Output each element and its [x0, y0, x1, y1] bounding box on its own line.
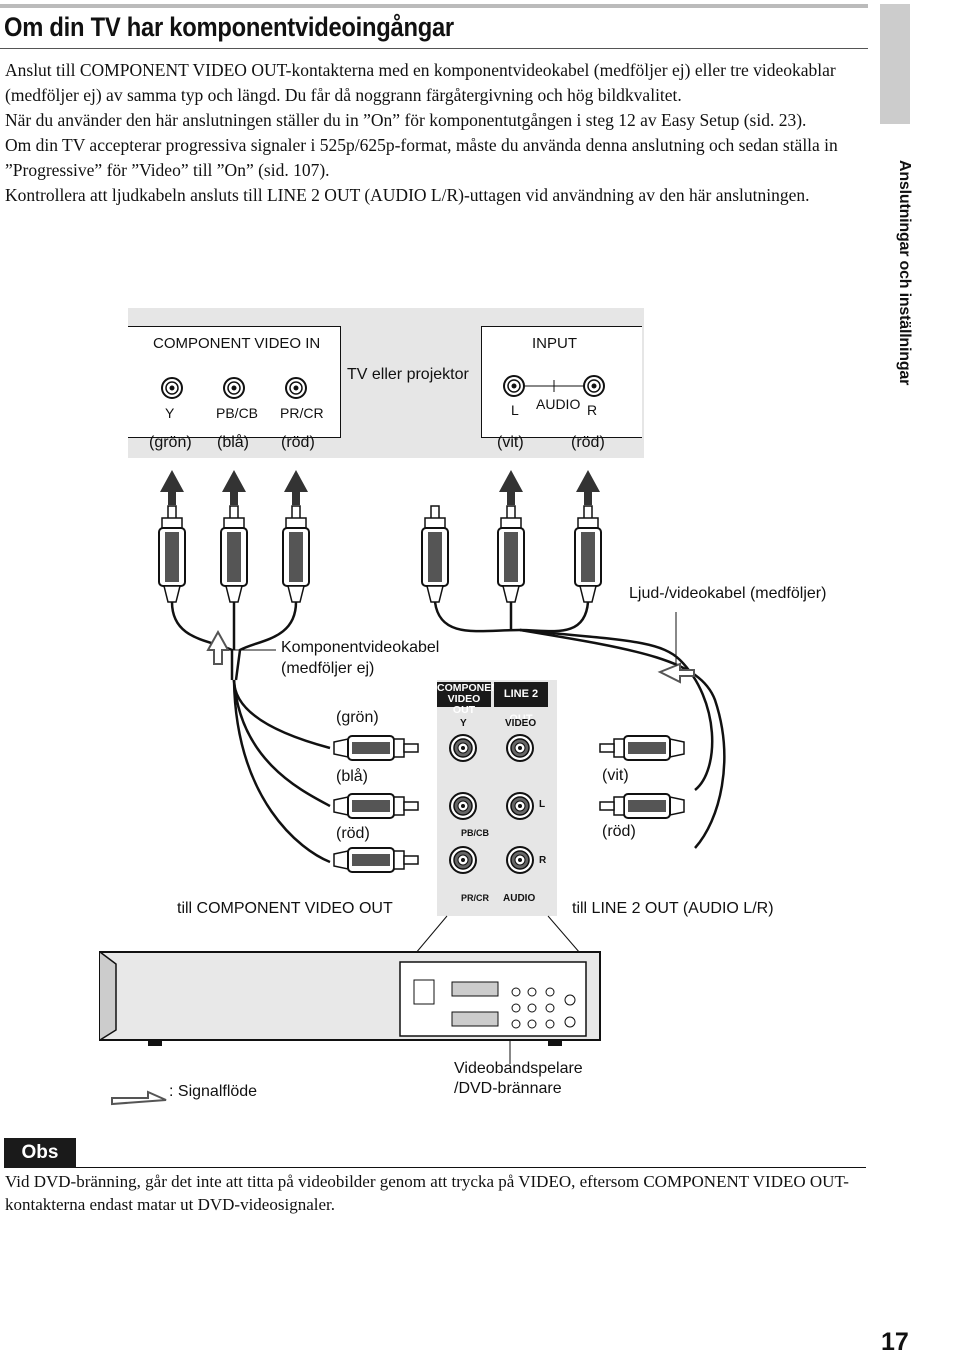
plug-panel-red	[599, 793, 685, 819]
tv-l-label: L	[511, 402, 519, 418]
tv-color-white: (vit)	[497, 434, 524, 451]
plug-audio-l	[497, 505, 525, 603]
panel-component-header-1: COMPONENT	[437, 682, 506, 694]
note-badge: Obs	[4, 1138, 76, 1168]
panel-jack-audio-l	[506, 792, 534, 820]
tv-color-green: (grön)	[149, 434, 192, 451]
panel-audio-label: AUDIO	[503, 893, 536, 904]
panel-component-header-2: VIDEO OUT	[447, 693, 481, 716]
header-rule	[0, 4, 868, 8]
tv-input-title: INPUT	[532, 335, 577, 352]
tv-color-red-audio: (röd)	[571, 434, 605, 451]
plug-panel-pr	[333, 847, 419, 873]
plug-label-red-audio: (röd)	[602, 823, 636, 840]
tv-jack-audio-r	[583, 375, 605, 397]
tv-jack-pb	[223, 377, 245, 399]
panel-component-header: COMPONENT VIDEO OUT	[437, 682, 506, 716]
to-line2-label: till LINE 2 OUT (AUDIO L/R)	[572, 900, 774, 917]
panel-pr-label: PR/CR	[461, 893, 490, 903]
note-text: Vid DVD-bränning, går det inte att titta…	[5, 1172, 849, 1214]
recorder-device	[99, 951, 601, 1046]
recorder-label-1: Videobandspelare	[454, 1060, 583, 1077]
to-component-label: till COMPONENT VIDEO OUT	[177, 900, 393, 917]
plug-component-pr	[282, 505, 310, 603]
note-rule	[76, 1167, 866, 1168]
panel-l-label: L	[539, 799, 546, 810]
plug-panel-white	[599, 735, 685, 761]
tv-color-blue: (blå)	[217, 434, 250, 451]
component-cable-label-2: (medföljer ej)	[281, 660, 375, 677]
plug-label-red: (röd)	[336, 825, 370, 842]
intro-paragraph-2: När du använder den här anslutningen stä…	[5, 110, 807, 130]
plug-label-white: (vit)	[602, 767, 629, 784]
tv-audio-label: AUDIO	[536, 396, 581, 412]
tv-label: TV eller projektor	[347, 366, 469, 383]
signal-flow-icon	[111, 1090, 167, 1106]
component-cable	[170, 601, 331, 864]
plug-component-y	[158, 505, 186, 603]
plug-audio-r	[574, 505, 602, 603]
signal-flow-legend: : Signalflöde	[169, 1083, 258, 1100]
av-cable	[433, 601, 726, 849]
component-cable-label-1: Komponentvideokabel	[281, 639, 440, 656]
panel-r-label: R	[539, 855, 547, 866]
panel-jack-video	[506, 734, 534, 762]
panel-jack-pb	[449, 792, 477, 820]
panel-line2-header: LINE 2 OUT	[494, 682, 548, 725]
panel-jack-audio-r	[506, 846, 534, 874]
plug-label-green: (grön)	[336, 709, 379, 726]
tv-pb-label: PB/CB	[216, 405, 259, 421]
panel-jack-pr	[449, 846, 477, 874]
side-tab-label: Anslutningar och inställningar	[896, 160, 913, 386]
side-tab-marker	[880, 4, 910, 124]
panel-y-label: Y	[460, 718, 467, 729]
plug-label-blue: (blå)	[336, 768, 369, 785]
signal-arrows	[160, 470, 600, 505]
tv-jack-y	[161, 377, 183, 399]
tv-pr-label: PR/CR	[280, 405, 324, 421]
intro-text: Anslut till COMPONENT VIDEO OUT-kontakte…	[5, 58, 867, 208]
tv-jack-audio-l	[503, 375, 525, 397]
plug-panel-y	[333, 735, 419, 761]
page-number: 17	[881, 1328, 909, 1356]
title-rule	[0, 48, 868, 49]
intro-paragraph-1: Anslut till COMPONENT VIDEO OUT-kontakte…	[5, 60, 836, 105]
intro-paragraph-3: Om din TV accepterar progressiva signale…	[5, 135, 838, 180]
tv-color-red: (röd)	[281, 434, 315, 451]
panel-video-label: VIDEO	[505, 718, 537, 729]
plug-component-pb	[220, 505, 248, 603]
recorder-label-2: /DVD-brännare	[454, 1080, 562, 1097]
plug-panel-pb	[333, 793, 419, 819]
tv-component-title: COMPONENT VIDEO IN	[153, 335, 321, 352]
side-tab	[870, 0, 916, 1360]
panel-pb-label: PB/CB	[461, 828, 490, 838]
panel-jack-y	[449, 734, 477, 762]
tv-r-label: R	[587, 402, 598, 418]
page-title: Om din TV har komponentvideoingångar	[4, 12, 454, 42]
tv-jack-pr	[285, 377, 307, 399]
plug-video	[421, 505, 449, 603]
av-cable-label: Ljud-/videokabel (medföljer)	[629, 585, 827, 602]
tv-y-label: Y	[165, 405, 175, 421]
intro-paragraph-4: Kontrollera att ljudkabeln ansluts till …	[5, 185, 810, 205]
